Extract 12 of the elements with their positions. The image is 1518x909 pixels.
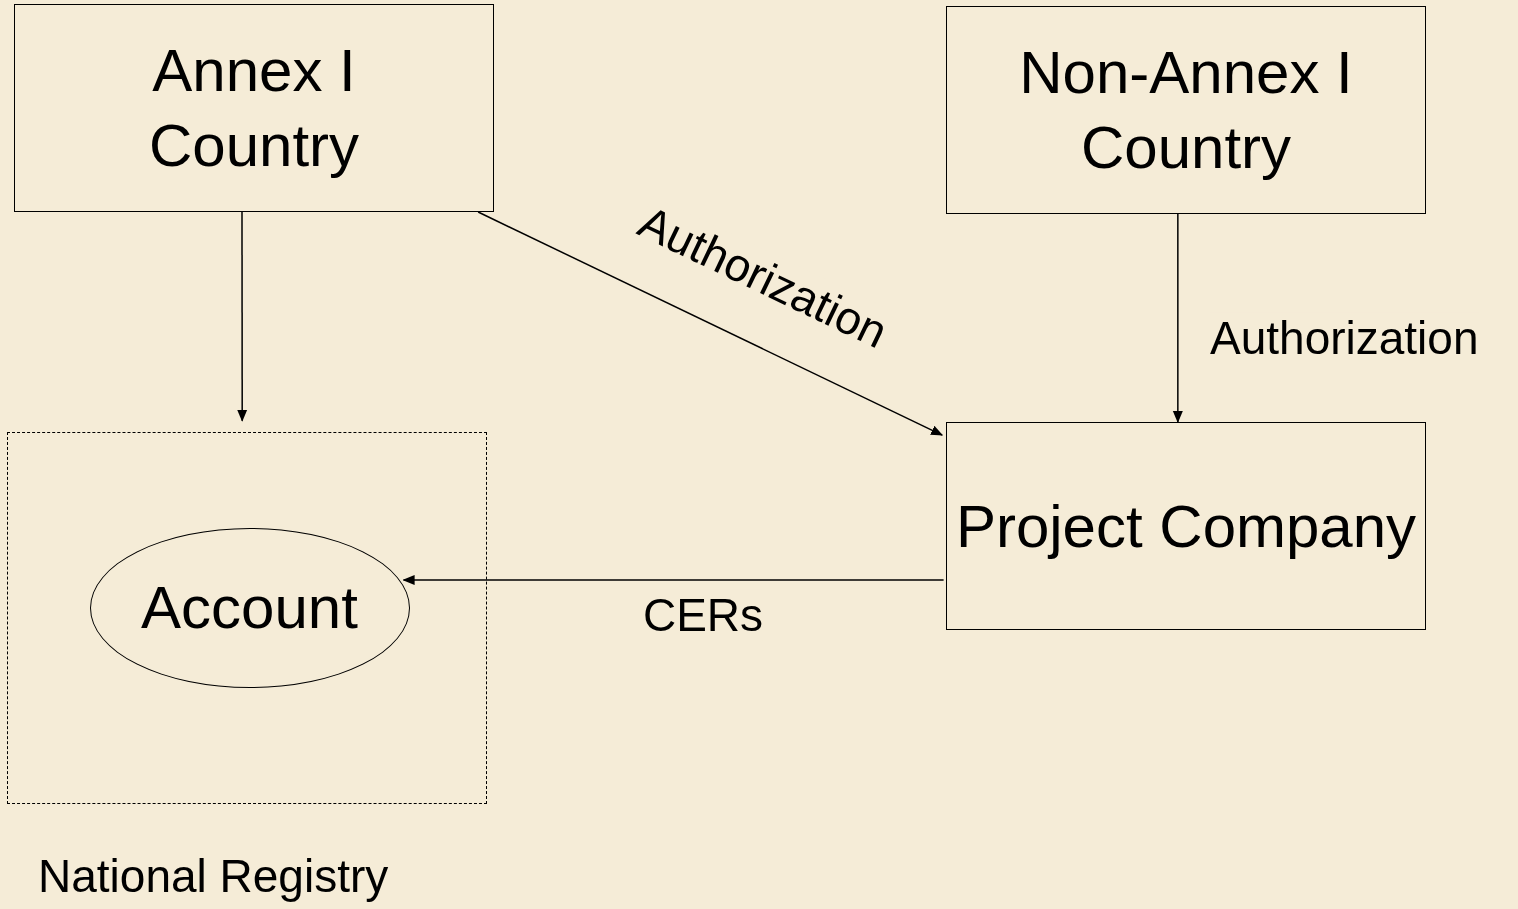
region-heading: National Registry [38, 849, 389, 903]
arrow [237, 211, 248, 422]
arrow [1172, 213, 1183, 423]
node-label: Account [141, 573, 358, 643]
arrow [402, 575, 945, 585]
node-label: Project Company [955, 491, 1417, 562]
node-label: Annex I Country [147, 36, 361, 181]
arrow [477, 211, 944, 436]
process-box [946, 422, 1426, 630]
process-box [14, 4, 494, 212]
node-label: Non-Annex I Country [1018, 38, 1354, 183]
process-box [946, 6, 1426, 214]
